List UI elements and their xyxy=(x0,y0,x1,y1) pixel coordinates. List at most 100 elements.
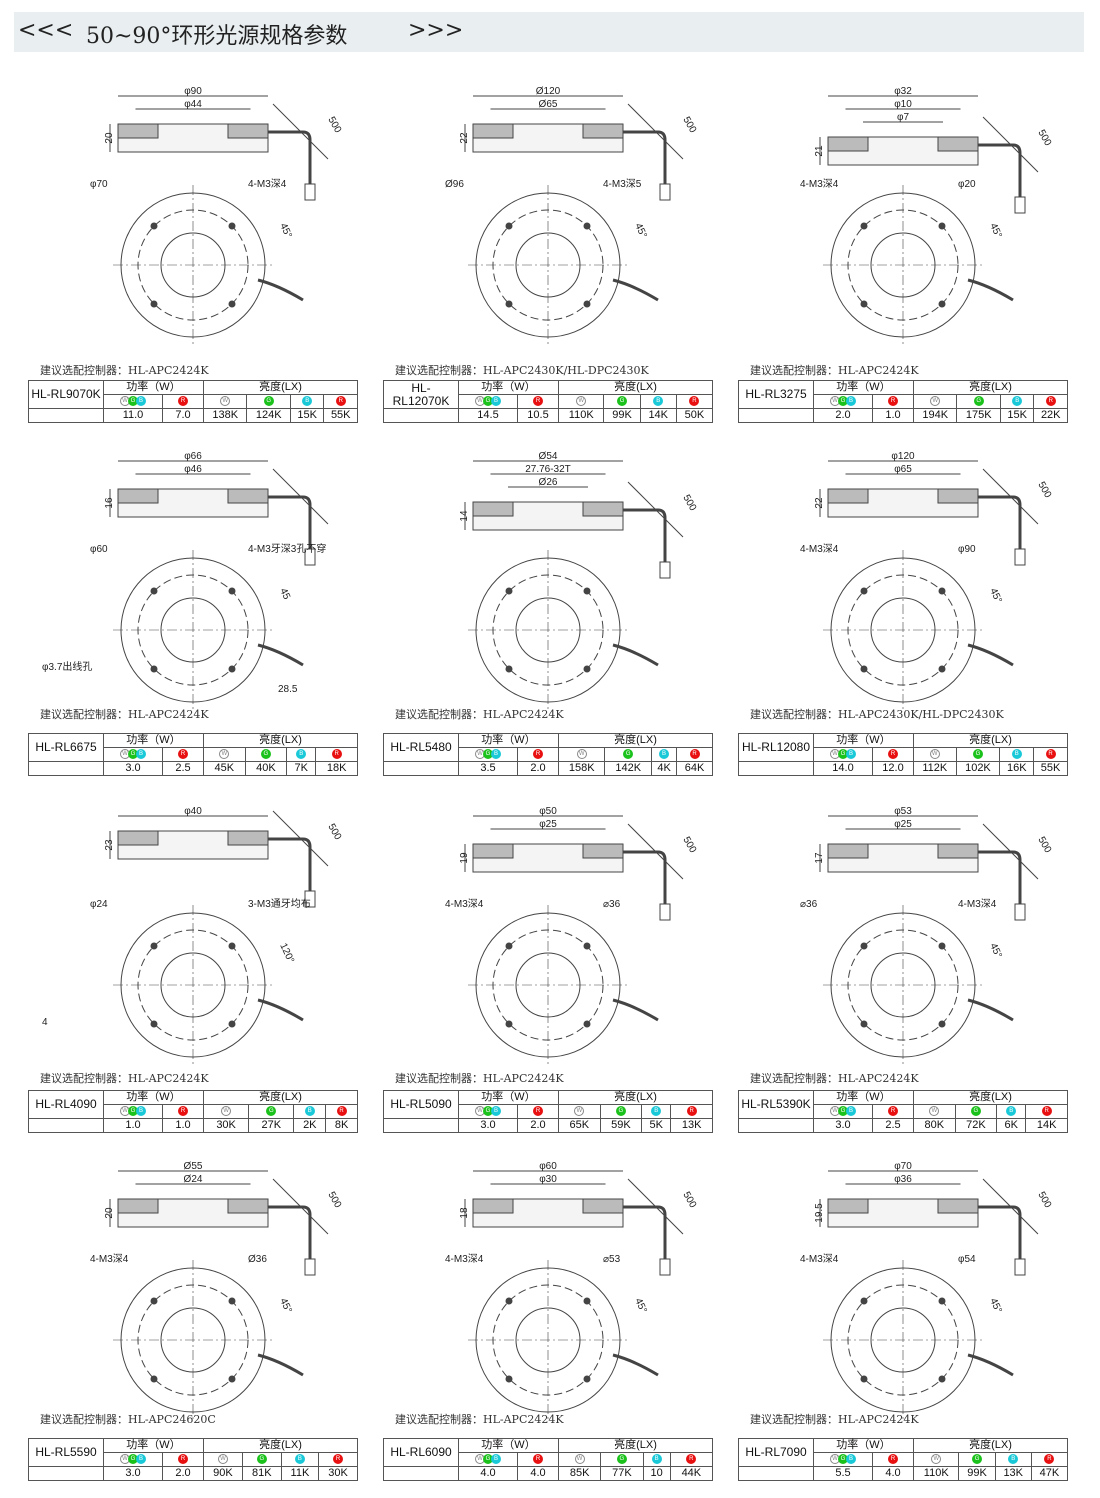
mount-hole xyxy=(583,942,591,950)
model-spacer xyxy=(28,761,104,776)
controller-recommendation: 建议选配控制器：HL-APC2430K/HL-DPC2430K xyxy=(750,706,1004,722)
lux-w-value: 112K xyxy=(913,761,957,776)
mount-hole xyxy=(583,300,591,308)
power-r-value: 2.5 xyxy=(872,1118,914,1133)
dimension-label: φ53 xyxy=(894,806,912,817)
r-led-icon: R xyxy=(178,749,188,760)
plan-dimension-label: 4-M3深4 xyxy=(800,1253,839,1265)
lux-r-value: 14K xyxy=(1025,1118,1068,1133)
b-led-icon: B xyxy=(659,749,670,760)
controller-prefix: 建议选配控制器： xyxy=(395,364,483,377)
mount-hole xyxy=(505,222,513,230)
angle-label: 45° xyxy=(632,1297,648,1315)
plan-dimension-label: φ20 xyxy=(958,179,976,190)
r-led-icon: R xyxy=(888,1454,898,1465)
dimension-label: φ44 xyxy=(184,99,202,110)
angle-label: 45° xyxy=(632,222,648,240)
lux-w-value: 110K xyxy=(912,1466,960,1481)
plan-dimension-label: Ø36 xyxy=(248,1254,267,1265)
dimension-label: φ50 xyxy=(539,806,557,817)
w-icon-cell: W xyxy=(557,747,606,762)
r-led-icon: R xyxy=(888,396,898,407)
lux-header: 亮度(LX) xyxy=(203,1090,358,1105)
mount-hole xyxy=(938,300,946,308)
height-label: 14 xyxy=(459,510,470,522)
cable-length-label: 500 xyxy=(325,822,343,842)
g-led-icon: G xyxy=(128,749,138,760)
model-spacer xyxy=(28,1466,104,1481)
g-led-icon: G xyxy=(972,1454,983,1465)
r-icon-cell: R xyxy=(318,1452,358,1467)
mount-hole xyxy=(938,1020,946,1028)
height-label: 22 xyxy=(459,132,470,144)
w-led-icon: W xyxy=(576,396,587,407)
plan-dimension-label: 4-M3深4 xyxy=(445,1253,484,1265)
g-led-icon: G xyxy=(615,1106,626,1117)
lux-w-value: 138K xyxy=(202,408,248,423)
b-icon-cell: B xyxy=(289,394,325,409)
dimension-label: φ90 xyxy=(184,86,202,97)
model-name: HL-RL5480 xyxy=(383,733,459,762)
mount-hole xyxy=(860,222,868,230)
model-spacer xyxy=(738,1466,814,1481)
plan-dimension-label: 28.5 xyxy=(278,684,298,695)
b-icon-cell: B xyxy=(293,1104,327,1119)
g-icon-cell: G xyxy=(954,1104,998,1119)
r-led-icon: R xyxy=(336,1106,347,1117)
w-led-icon: W xyxy=(217,1454,228,1465)
dimension-label: Ø55 xyxy=(184,1161,203,1172)
lux-header: 亮度(LX) xyxy=(913,1090,1068,1105)
b-icon-cell: B xyxy=(650,747,678,762)
power-r-value: 1.0 xyxy=(872,408,914,423)
r-icon-cell: R xyxy=(517,1104,559,1119)
b-led-icon: B xyxy=(136,1106,146,1117)
controller-prefix: 建议选配控制器： xyxy=(750,1413,838,1426)
w-led-icon: W xyxy=(574,1106,585,1117)
b-led-icon: B xyxy=(296,749,307,760)
w-led-icon: W xyxy=(220,396,231,407)
power-wgb-value: 3.0 xyxy=(458,1118,518,1133)
controller-recommendation: 建议选配控制器：HL-APC2424K xyxy=(40,362,209,378)
controller-prefix: 建议选配控制器： xyxy=(395,1413,483,1426)
mount-hole xyxy=(583,1297,591,1305)
power-wgb-value: 14.0 xyxy=(813,761,873,776)
w-led-icon: W xyxy=(221,1106,232,1117)
w-led-icon: W xyxy=(929,1106,940,1117)
power-r-value: 10.5 xyxy=(517,408,559,423)
b-led-icon: B xyxy=(491,749,501,760)
g-led-icon: G xyxy=(838,1454,848,1465)
g-led-icon: G xyxy=(972,749,983,760)
g-icon-cell: G xyxy=(248,1104,295,1119)
w-icon-cell: W xyxy=(202,1104,250,1119)
power-r-value: 2.0 xyxy=(517,1118,559,1133)
b-led-icon: B xyxy=(651,1454,662,1465)
controller-model: HL-APC2424K xyxy=(838,364,919,377)
controller-recommendation: 建议选配控制器：HL-APC24620C xyxy=(40,1411,216,1427)
lux-g-value: 77K xyxy=(600,1466,644,1481)
power-r-value: 4.0 xyxy=(872,1466,914,1481)
mount-hole xyxy=(150,1020,158,1028)
model-name: HL-RL12070K xyxy=(383,380,459,409)
b-led-icon: B xyxy=(846,1454,856,1465)
lux-b-value: 11K xyxy=(280,1466,320,1481)
g-icon-cell: G xyxy=(958,1452,996,1467)
power-wgb-value: 3.5 xyxy=(458,761,518,776)
mount-hole xyxy=(938,587,946,595)
r-led-icon: R xyxy=(533,396,543,407)
model-name: HL-RL7090 xyxy=(738,1438,814,1467)
g-icon-cell: G xyxy=(246,394,291,409)
mount-hole xyxy=(150,222,158,230)
w-led-icon: W xyxy=(930,396,941,407)
lux-b-value: 16K xyxy=(999,761,1035,776)
g-led-icon: G xyxy=(838,396,848,407)
mount-hole xyxy=(150,587,158,595)
lux-w-value: 90K xyxy=(203,1466,243,1481)
b-led-icon: B xyxy=(136,749,146,760)
